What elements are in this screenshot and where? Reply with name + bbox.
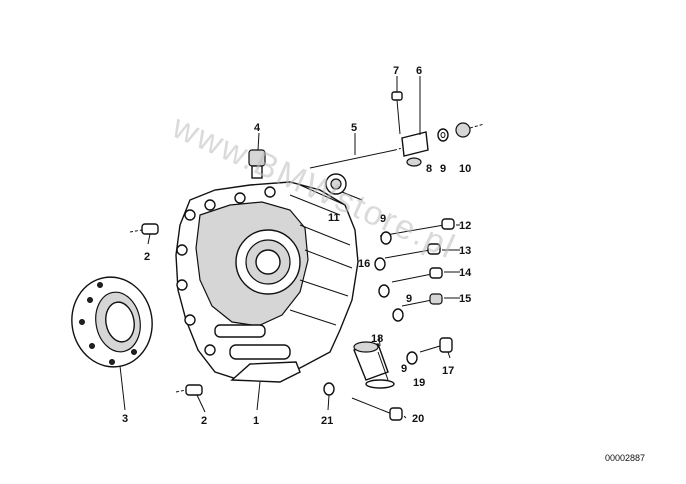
callout-3: 3 [122, 413, 128, 425]
callout-17: 17 [442, 365, 454, 377]
callout-20: 20 [412, 413, 424, 425]
callout-16: 16 [358, 258, 370, 270]
bracket-bolt [391, 91, 403, 135]
dowel-pin-upper [129, 223, 159, 235]
callout-10: 10 [459, 163, 471, 175]
callout-15: 15 [459, 293, 471, 305]
callout-9-bottom: 9 [401, 363, 407, 375]
sleeve [353, 341, 389, 381]
drain-plug [419, 337, 453, 353]
callout-9-right: 9 [406, 293, 412, 305]
washer-top [437, 128, 449, 142]
bolt-14 [391, 267, 443, 283]
callout-7: 7 [393, 65, 399, 77]
washer-9-c [392, 308, 404, 322]
callout-4: 4 [254, 122, 261, 134]
callout-1: 1 [253, 415, 259, 427]
callout-21: 21 [321, 415, 333, 427]
callout-8: 8 [426, 163, 432, 175]
breather-valve [248, 149, 266, 179]
o-ring [365, 379, 395, 389]
long-stud [309, 147, 403, 169]
callout-19: 19 [413, 377, 425, 389]
nut-top [455, 122, 485, 138]
bolt-15 [401, 293, 443, 307]
long-bolt [351, 397, 403, 421]
washer-9-b [378, 284, 390, 298]
drawing-code: 00002887 [605, 453, 645, 463]
callout-2-upper: 2 [144, 251, 150, 263]
bracket-nut [406, 157, 422, 167]
callout-13: 13 [459, 245, 471, 257]
transmission-housing [175, 181, 359, 383]
callout-18: 18 [371, 333, 383, 345]
bracket [401, 131, 429, 157]
bolt-13 [384, 243, 441, 259]
callout-14: 14 [459, 267, 472, 279]
bolt-12 [379, 218, 455, 237]
shaft-seal [325, 173, 347, 195]
callout-9-mid: 9 [380, 213, 386, 225]
callout-5: 5 [351, 122, 357, 134]
leader-lines [119, 76, 460, 419]
dowel-pin-lower [175, 384, 203, 396]
callout-labels: 1 2 2 3 4 5 6 7 8 9 9 9 9 10 11 12 13 14… [122, 65, 472, 427]
callout-6: 6 [416, 65, 422, 77]
callout-11: 11 [328, 212, 340, 224]
washer-9-a [380, 231, 392, 245]
washer-21 [323, 382, 335, 396]
callout-2-lower: 2 [201, 415, 207, 427]
washer-16 [374, 257, 386, 271]
callout-12: 12 [459, 220, 471, 232]
end-cover [71, 276, 153, 368]
callout-9-top: 9 [440, 163, 446, 175]
washer-9-d [406, 351, 418, 365]
